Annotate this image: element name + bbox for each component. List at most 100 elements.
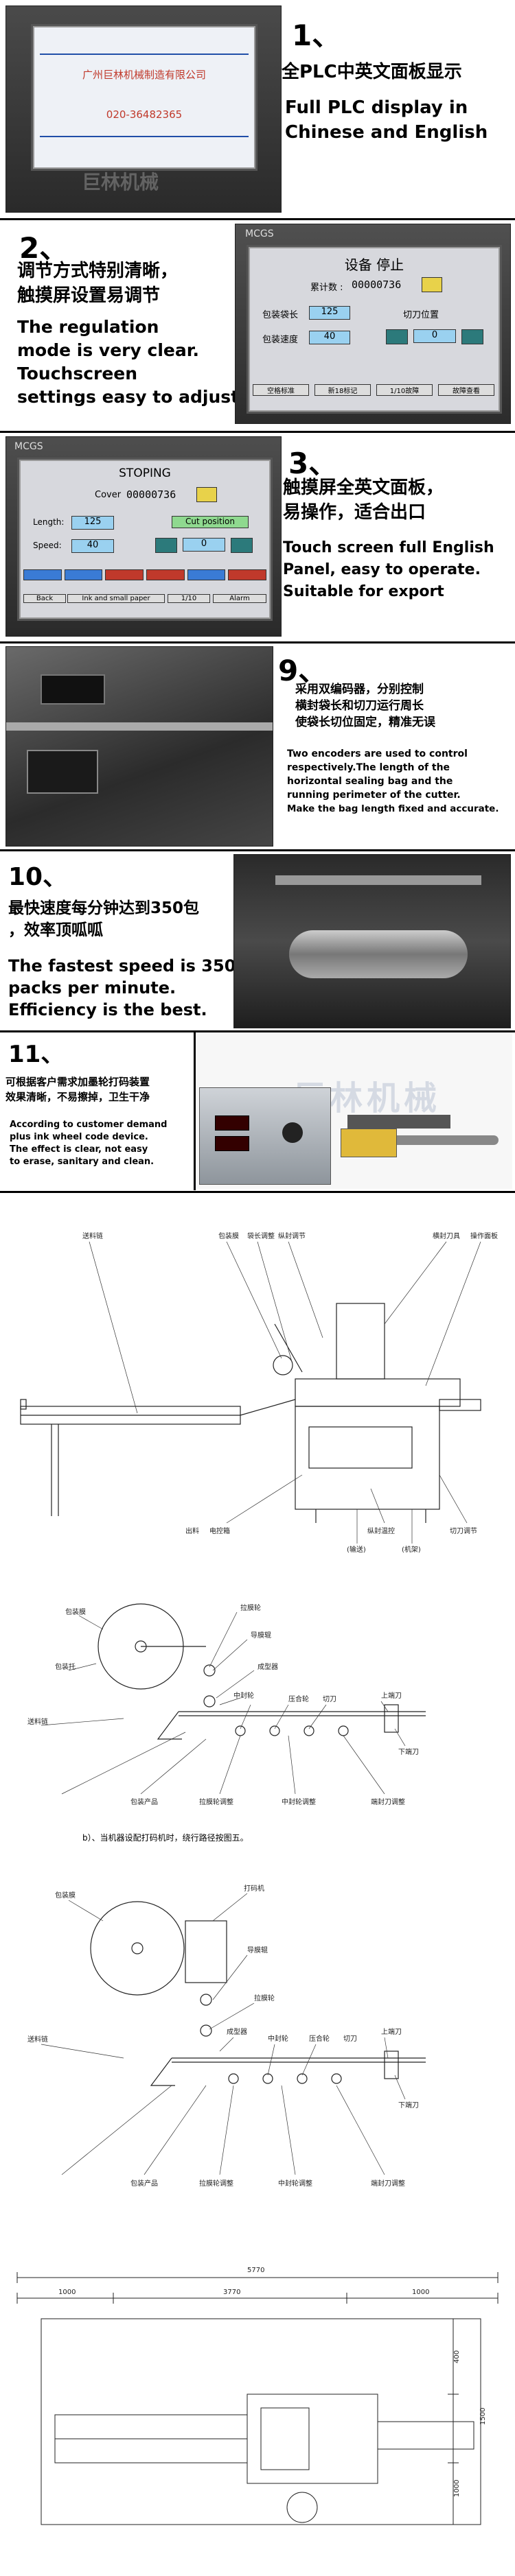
diagram-film-threading: 包装膜 拉膜轮 包装托 导膜辊 成型器 中封轮 压合轮 切刀 上端刀 下端刀 送… (0, 1574, 515, 1821)
speed-value[interactable]: 40 (71, 539, 114, 553)
section-title-en-3: Efficiency is the best. (8, 1000, 207, 1019)
section-speed: 10、 最快速度每分钟达到350包 ，效率顶呱呱 The fastest spe… (0, 851, 515, 1030)
section-title-en-2: Chinese and English (285, 122, 488, 143)
knob-icon[interactable] (282, 1122, 303, 1143)
encoder-photo (5, 646, 273, 847)
section-title-en-2: respectively.The length of the (287, 762, 450, 773)
section-title-cn-1: 最快速度每分钟达到350包 (8, 899, 200, 917)
dimension-total: 5770 (247, 2267, 264, 2274)
section-title-cn: 全PLC中英文面板显示 (282, 62, 462, 82)
section-number: 10、 (8, 863, 68, 891)
diagram-machine-side-view: 送料链 包装膜 袋长调整 纵封调节 横封刀具 操作面板 电控箱 纵封温控 切刀调… (0, 1201, 515, 1557)
leader-lines (89, 1241, 481, 1544)
speed-value[interactable]: 40 (309, 331, 350, 344)
section-title-en-1: Touch screen full English (283, 539, 494, 556)
diagram-label: 送料链 (27, 2035, 48, 2044)
diagram-label: 压合轮 (309, 2034, 330, 2043)
diagram-label: (机架) (402, 1545, 421, 1554)
touchscreen-en: STOPING Cover 00000736 Length: 125 Cut p… (17, 458, 273, 621)
screen-company-name: 广州巨林机械制造有限公司 (82, 69, 206, 81)
roller-photo (233, 854, 511, 1028)
diagram-label: 操作面板 (470, 1231, 498, 1240)
divider (0, 431, 515, 433)
section-title-cn-2: 易操作，适合出口 (283, 502, 426, 523)
diagram-label: 成型器 (258, 1662, 278, 1671)
section-title-en-1: Full PLC display in (285, 97, 468, 118)
section-ink-coder: 11、 可根据客户需求加墨轮打码装置 效果清晰，不易擦掉，卫生干净 Accord… (0, 1032, 515, 1190)
diagram-label: 成型器 (227, 2027, 247, 2036)
color-button[interactable] (228, 569, 267, 580)
touchscreen-cn-photo: MCGS 设备 停止 累计数 : 00000736 包装袋长 125 切刀位置 … (235, 224, 511, 424)
tab-ink[interactable]: Ink and small paper (67, 594, 165, 603)
diagram-label: 包装托 (55, 1662, 76, 1671)
cut-right-button[interactable] (231, 538, 253, 553)
section-title-cn-2: 效果清晰，不易擦掉，卫生干净 (5, 1091, 150, 1103)
cut-position-value[interactable]: 0 (183, 538, 225, 552)
section-title-en-2: plus ink wheel code device. (10, 1132, 148, 1142)
dimension-c: 1000 (412, 2289, 429, 2296)
counter-value: 00000736 (126, 488, 176, 501)
reset-button[interactable] (196, 487, 217, 502)
section-title-en-3: horizontal sealing bag and the (287, 776, 453, 787)
brand-logo: MCGS (14, 441, 43, 452)
section-title-en-1: Two encoders are used to control (287, 748, 468, 759)
diagram-label: 打码机 (244, 1884, 264, 1893)
length-value[interactable]: 125 (71, 516, 114, 530)
tab-fault[interactable]: 1/10故障 (376, 384, 433, 396)
tab-ratio[interactable]: 1/10 (168, 594, 210, 603)
section-number: 9、 (278, 654, 328, 687)
leader-lines (41, 1893, 406, 2175)
counter-value: 00000736 (352, 279, 402, 291)
tab-fault-view[interactable]: 故障查看 (438, 384, 494, 396)
dimension-b: 3770 (223, 2289, 240, 2296)
diagram-label: 切刀 (323, 1695, 336, 1703)
section-title-cn-1: 调节方式特别清晰， (17, 261, 179, 281)
machine-side-view-drawing: 送料链 包装膜 袋长调整 纵封调节 横封刀具 操作面板 电控箱 纵封温控 切刀调… (20, 1231, 498, 1554)
section-title-en-2: Panel, easy to operate. (283, 561, 481, 578)
divider (0, 218, 515, 220)
speed-label: Speed: (33, 541, 62, 550)
diagram-label: 拉膜轮调整 (199, 2179, 233, 2188)
section-number: 1、 (292, 19, 341, 52)
diagram-label: (输送) (347, 1545, 366, 1554)
roller-cylinder (289, 930, 468, 978)
diagram-label: 下端刀 (398, 2101, 419, 2110)
diagram-label: 出料 (185, 1526, 199, 1535)
color-button-row (23, 569, 267, 580)
cut-left-button[interactable] (386, 329, 408, 344)
tab-new-mark[interactable]: 新18标记 (314, 384, 371, 396)
reset-button[interactable] (422, 277, 442, 292)
section-number: 2、 (19, 231, 69, 265)
divider (0, 1030, 515, 1032)
screen-divider-bottom (40, 136, 249, 137)
tab-back[interactable]: Back (23, 594, 66, 603)
diagram-caption: b）、当机器设配打码机时，绕行路径按图五。 (82, 1833, 249, 1843)
section-english-panel: MCGS STOPING Cover 00000736 Length: 125 … (0, 434, 515, 639)
vertical-divider (194, 1032, 196, 1190)
cut-right-button[interactable] (461, 329, 483, 344)
film-threading-drawing: 包装膜 拉膜轮 包装托 导膜辊 成型器 中封轮 压合轮 切刀 上端刀 下端刀 送… (27, 1603, 426, 1806)
color-button[interactable] (23, 569, 62, 580)
color-button[interactable] (187, 569, 226, 580)
cut-left-button[interactable] (155, 538, 177, 553)
encoder-device (41, 674, 105, 705)
bag-length-value[interactable]: 125 (309, 306, 350, 320)
diagram-label: 导膜辊 (251, 1631, 271, 1640)
cut-position-value[interactable]: 0 (413, 329, 456, 343)
roller-frame (275, 875, 481, 885)
section-title-en-2: mode is very clear. (17, 340, 199, 360)
tab-alarm[interactable]: Alarm (213, 594, 266, 603)
diagram-label: 中封轮 (268, 2034, 288, 2043)
threading-with-coder-drawing: 包装膜 打码机 导膜辊 拉膜轮 成型器 中封轮 压合轮 切刀 上端刀 下端刀 送… (27, 1884, 426, 2188)
section-title-cn-2: 横封袋长和切刀运行周长 (295, 699, 424, 713)
coder-head (347, 1115, 450, 1129)
color-button[interactable] (64, 569, 103, 580)
screen-title: STOPING (119, 466, 171, 480)
color-button[interactable] (105, 569, 144, 580)
diagram-label: 包装膜 (65, 1607, 86, 1616)
diagram-label: 送料链 (82, 1231, 103, 1240)
color-button[interactable] (146, 569, 185, 580)
dimension-drawing: 5770 1000 3770 1000 1500 400 1000 (16, 2267, 499, 2525)
tab-standard[interactable]: 空格标准 (253, 384, 309, 396)
diagram-label: 端封刀调整 (371, 2179, 405, 2188)
